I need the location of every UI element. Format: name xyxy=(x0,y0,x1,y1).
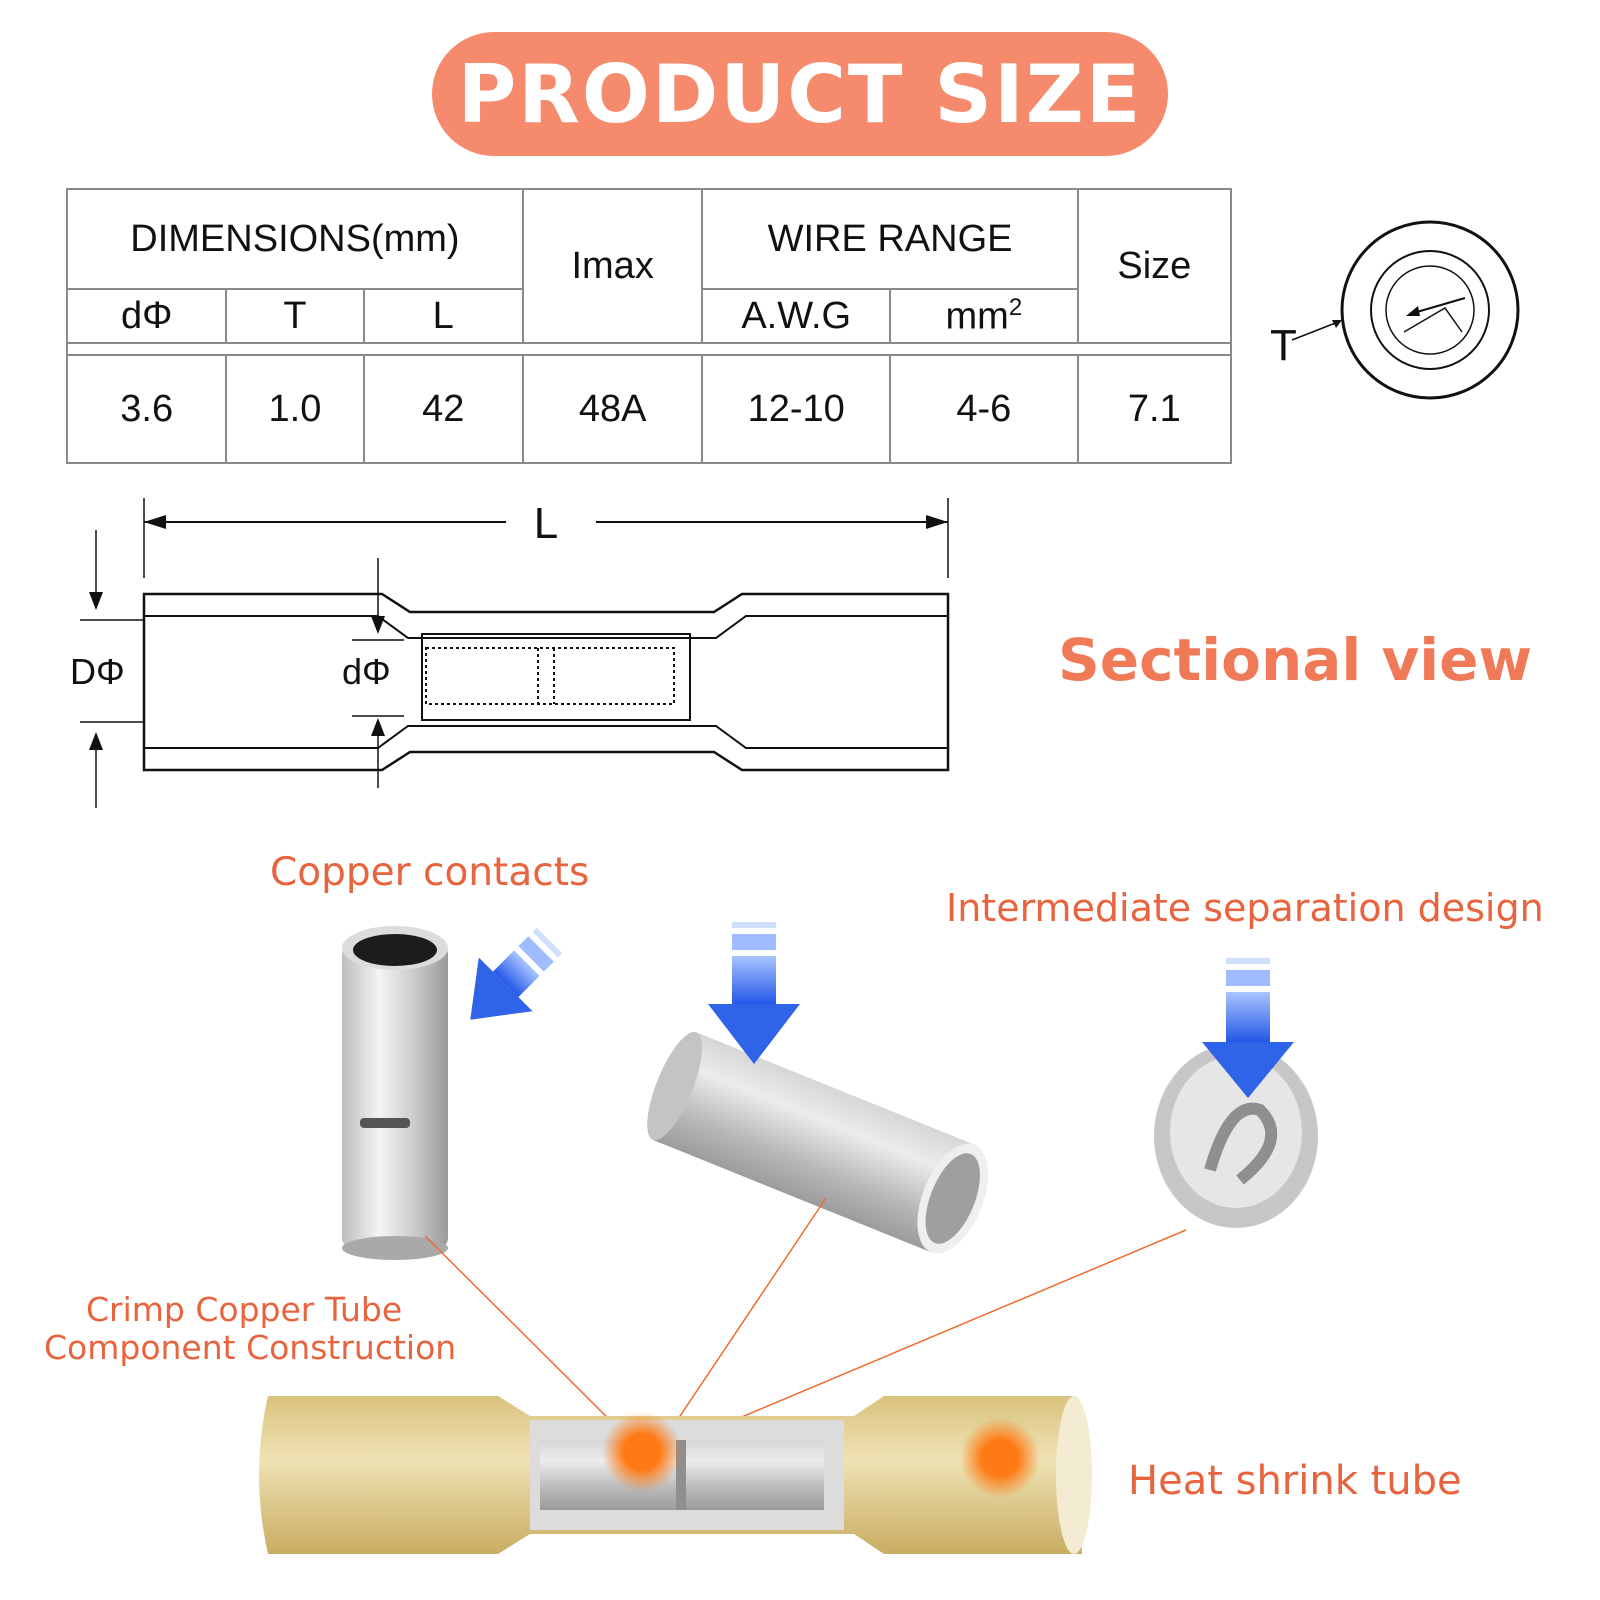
sub-header-d: dΦ xyxy=(65,288,228,344)
cell-imax: 48A xyxy=(521,354,704,464)
barrel-dotted xyxy=(425,647,675,705)
leader-line-3 xyxy=(667,1229,1187,1449)
cell-mm2: 4-6 xyxy=(889,354,1079,464)
crimp-tube-label-line1: Crimp Copper Tube xyxy=(86,1290,403,1329)
component-illustrations xyxy=(259,922,1318,1554)
arrow-diagonal xyxy=(470,927,563,1020)
outer-diameter-arrow-top xyxy=(89,592,103,610)
inner-diameter-label: dΦ xyxy=(342,651,391,692)
glow-dot-left xyxy=(602,1412,682,1492)
header-wire-range: WIRE RANGE xyxy=(701,188,1079,290)
thickness-leader xyxy=(1291,321,1339,341)
length-arrowhead-left xyxy=(144,515,166,529)
copper-contacts-label: Copper contacts xyxy=(270,850,590,895)
outer-diameter-label: DΦ xyxy=(70,651,125,692)
sectional-view-label: Sectional view xyxy=(1058,626,1533,694)
header-imax: Imax xyxy=(521,188,704,344)
sub-header-awg: A.W.G xyxy=(701,288,892,344)
heat-shrink-tube xyxy=(259,1396,1092,1554)
title-banner: PRODUCT SIZE xyxy=(432,32,1168,156)
cell-awg: 12-10 xyxy=(701,354,892,464)
outer-diameter-arrow-bottom xyxy=(89,732,103,750)
arrow-down-middle xyxy=(708,922,800,1064)
length-arrowhead-right xyxy=(926,515,948,529)
outer-circle xyxy=(1340,220,1520,400)
arrow-down-right xyxy=(1202,958,1294,1098)
cell-l: 42 xyxy=(362,354,524,464)
barrel-outline xyxy=(421,633,691,721)
page-title: PRODUCT SIZE xyxy=(457,47,1143,141)
intermediate-separation-label: Intermediate separation design xyxy=(946,886,1544,930)
sub-header-l: L xyxy=(362,288,524,344)
separation-ring xyxy=(1154,1044,1318,1228)
sub-header-mm2: mm2 xyxy=(889,288,1079,344)
length-label: L xyxy=(534,499,558,548)
spec-table: DIMENSIONS(mm) Imax WIRE RANGE Size dΦ T… xyxy=(65,188,1233,464)
glow-dot-right xyxy=(960,1418,1040,1498)
leader-line-1 xyxy=(424,1235,635,1445)
cell-t: 1.0 xyxy=(225,354,365,464)
cell-size: 7.1 xyxy=(1076,354,1233,464)
copper-contact-vertical xyxy=(342,926,448,1260)
thickness-arrowhead xyxy=(1332,320,1342,328)
radius-arrowhead xyxy=(1406,306,1420,316)
middle-circle xyxy=(1370,250,1490,370)
heat-shrink-label: Heat shrink tube xyxy=(1128,1458,1462,1504)
tube-outer-outline xyxy=(142,592,950,772)
sectional-drawing: L DΦ dΦ xyxy=(70,498,950,808)
copper-tube-angled xyxy=(647,1031,989,1254)
leader-line-2 xyxy=(663,1197,827,1441)
header-dimensions: DIMENSIONS(mm) xyxy=(66,188,524,290)
tube-inner-line-bottom xyxy=(144,725,948,749)
header-size: Size xyxy=(1076,188,1233,344)
inner-diameter-arrow-top xyxy=(371,616,385,634)
thickness-label: T xyxy=(1270,321,1297,370)
sub-header-t: T xyxy=(225,288,365,344)
cell-d: 3.6 xyxy=(65,354,228,464)
crimp-tube-label-line2: Component Construction xyxy=(44,1328,457,1367)
radius-arrow xyxy=(1409,297,1466,315)
tube-inner-line-top xyxy=(144,615,948,639)
cross-section-diagram: T xyxy=(1270,220,1520,400)
inner-diameter-arrow-bottom xyxy=(371,718,385,736)
crimp-shape xyxy=(1403,307,1463,333)
inner-circle xyxy=(1385,265,1475,355)
